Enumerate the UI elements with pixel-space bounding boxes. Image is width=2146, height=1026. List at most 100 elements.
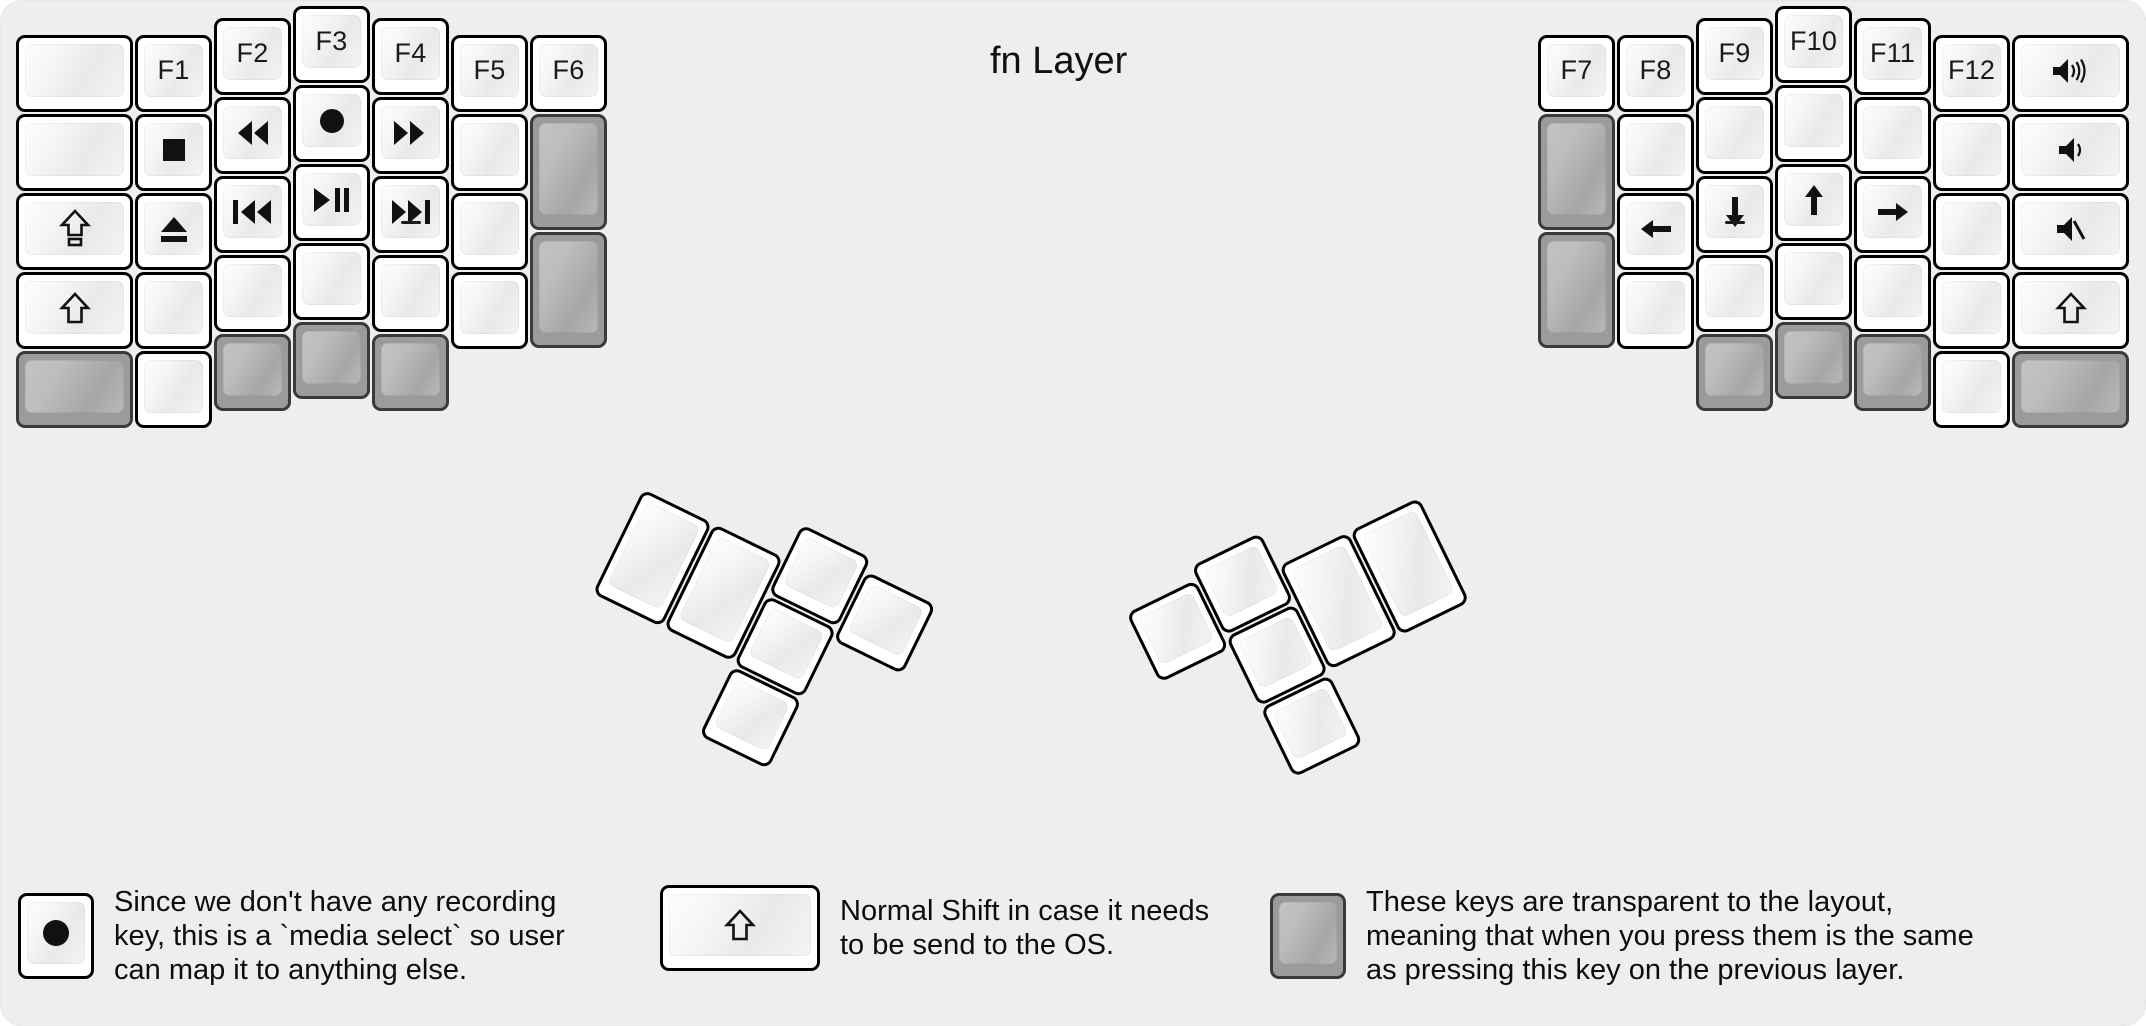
right-col-index-inner-arrow-left-icon[interactable]: [1617, 193, 1694, 270]
keycap-surface: [144, 123, 203, 176]
right-col-inner-extra-key-f7[interactable]: F7: [1538, 35, 1615, 112]
keycap-surface: [1279, 902, 1337, 965]
right-col-ring-blank-key[interactable]: [1854, 97, 1931, 174]
right-col-pinky-blank-key[interactable]: [1933, 272, 2010, 349]
right-col-pinky-outer-volume-up-icon[interactable]: [2012, 35, 2129, 112]
left-col-ring-key-f2[interactable]: F2: [214, 18, 291, 95]
keycap-surface: [1272, 686, 1349, 761]
left-col-pinky-outer-blank-key[interactable]: [16, 35, 133, 112]
keycap-surface: [1784, 94, 1843, 147]
right-col-pinky-outer-transparent-key[interactable]: [2012, 351, 2129, 428]
keycap-surface: [1942, 44, 2001, 97]
left-col-index-media-fast-forward-icon[interactable]: [372, 97, 449, 174]
right-col-index-arrow-down-icon[interactable]: [1696, 176, 1773, 253]
left-col-pinky-outer-capslock-arrow-icon[interactable]: [16, 193, 133, 270]
keycap-surface: [1705, 185, 1764, 238]
keycap-surface: [381, 343, 440, 396]
keycap-surface: [381, 185, 440, 238]
keycap-surface: [1626, 123, 1685, 176]
right-col-pinky-blank-key[interactable]: [1933, 193, 2010, 270]
keycap-surface: [1942, 281, 2001, 334]
right-col-inner-extra-transparent-key[interactable]: [1538, 114, 1615, 230]
keycap-surface: [1203, 544, 1280, 619]
keycap-surface: [381, 106, 440, 159]
left-col-middle-media-play-pause-icon[interactable]: [293, 164, 370, 241]
legend-item-3: These keys are transparent to the layout…: [1270, 885, 1974, 988]
keycap-surface: [302, 15, 361, 68]
right-col-index-key-f9[interactable]: F9: [1696, 18, 1773, 95]
keycap-surface: [669, 894, 811, 956]
right-col-index-inner-key-f8[interactable]: F8: [1617, 35, 1694, 112]
left-col-middle-blank-key[interactable]: [293, 243, 370, 320]
right-col-middle-blank-key[interactable]: [1775, 85, 1852, 162]
left-col-index-inner-blank-key[interactable]: [451, 272, 528, 349]
left-col-pinky-outer-transparent-key[interactable]: [16, 351, 133, 428]
right-col-pinky-outer-shift-arrow-icon[interactable]: [2012, 272, 2129, 349]
keycap-surface: [1863, 343, 1922, 396]
left-col-index-key-f4[interactable]: F4: [372, 18, 449, 95]
left-col-pinky-key-f1[interactable]: F1: [135, 35, 212, 112]
left-col-pinky-media-eject-icon[interactable]: [135, 193, 212, 270]
right-col-pinky-blank-key[interactable]: [1933, 351, 2010, 428]
keycap-surface: [1705, 264, 1764, 317]
left-col-pinky-blank-key[interactable]: [135, 351, 212, 428]
right-col-ring-blank-key[interactable]: [1854, 255, 1931, 332]
left-col-pinky-media-stop-icon[interactable]: [135, 114, 212, 191]
left-col-inner-extra-transparent-key[interactable]: [530, 114, 607, 230]
left-col-inner-extra-key-f6[interactable]: F6: [530, 35, 607, 112]
keycap-surface: [1626, 281, 1685, 334]
right-col-ring-arrow-right-icon[interactable]: [1854, 176, 1931, 253]
keycap-surface: [302, 173, 361, 226]
keycap-surface: [1863, 264, 1922, 317]
right-col-middle-transparent-key[interactable]: [1775, 322, 1852, 399]
keycap-surface: [2021, 123, 2120, 176]
keycap-surface: [539, 123, 598, 215]
right-col-pinky-blank-key[interactable]: [1933, 114, 2010, 191]
keycap-surface: [1784, 252, 1843, 305]
legend-key-sample-3: [1270, 893, 1346, 980]
keycap-surface: [25, 360, 124, 413]
left-col-inner-extra-transparent-key[interactable]: [530, 232, 607, 348]
right-col-middle-key-f10[interactable]: F10: [1775, 6, 1852, 83]
keycap-surface: [1863, 106, 1922, 159]
left-col-middle-media-record-icon[interactable]: [293, 85, 370, 162]
right-col-index-transparent-key[interactable]: [1696, 334, 1773, 411]
left-col-index-inner-blank-key[interactable]: [451, 114, 528, 191]
legend-key-sample-1: [18, 893, 94, 980]
right-col-middle-arrow-up-icon[interactable]: [1775, 164, 1852, 241]
right-col-pinky-key-f12[interactable]: F12: [1933, 35, 2010, 112]
left-col-middle-key-f3[interactable]: F3: [293, 6, 370, 83]
right-col-index-blank-key[interactable]: [1696, 255, 1773, 332]
left-col-ring-media-rewind-icon[interactable]: [214, 97, 291, 174]
left-col-middle-transparent-key[interactable]: [293, 322, 370, 399]
left-col-index-blank-key[interactable]: [372, 255, 449, 332]
right-col-inner-extra-transparent-key[interactable]: [1538, 232, 1615, 348]
keycap-surface: [223, 343, 282, 396]
right-col-pinky-outer-volume-down-icon[interactable]: [2012, 114, 2129, 191]
left-col-pinky-outer-blank-key[interactable]: [16, 114, 133, 191]
left-col-index-inner-blank-key[interactable]: [451, 193, 528, 270]
left-col-pinky-outer-shift-arrow-icon[interactable]: [16, 272, 133, 349]
left-col-ring-transparent-key[interactable]: [214, 334, 291, 411]
right-col-middle-blank-key[interactable]: [1775, 243, 1852, 320]
keycap-surface: [460, 202, 519, 255]
shift-arrow-icon: [663, 888, 817, 968]
right-col-ring-key-f11[interactable]: F11: [1854, 18, 1931, 95]
keycap-surface: [2021, 281, 2120, 334]
left-col-index-media-next-track-icon[interactable]: [372, 176, 449, 253]
right-col-ring-transparent-key[interactable]: [1854, 334, 1931, 411]
right-col-index-inner-blank-key[interactable]: [1617, 114, 1694, 191]
left-col-pinky-blank-key[interactable]: [135, 272, 212, 349]
left-col-index-inner-key-f5[interactable]: F5: [451, 35, 528, 112]
right-col-pinky-outer-volume-mute-icon[interactable]: [2012, 193, 2129, 270]
keycap-surface: [1547, 241, 1606, 333]
right-col-index-inner-blank-key[interactable]: [1617, 272, 1694, 349]
legend-description-3: These keys are transparent to the layout…: [1366, 886, 1974, 987]
left-col-ring-media-prev-track-icon[interactable]: [214, 176, 291, 253]
page-title: fn Layer: [990, 40, 1128, 82]
legend-description-1: Since we don't have any recording key, t…: [114, 886, 565, 987]
left-col-ring-blank-key[interactable]: [214, 255, 291, 332]
left-col-index-transparent-key[interactable]: [372, 334, 449, 411]
right-col-index-blank-key[interactable]: [1696, 97, 1773, 174]
